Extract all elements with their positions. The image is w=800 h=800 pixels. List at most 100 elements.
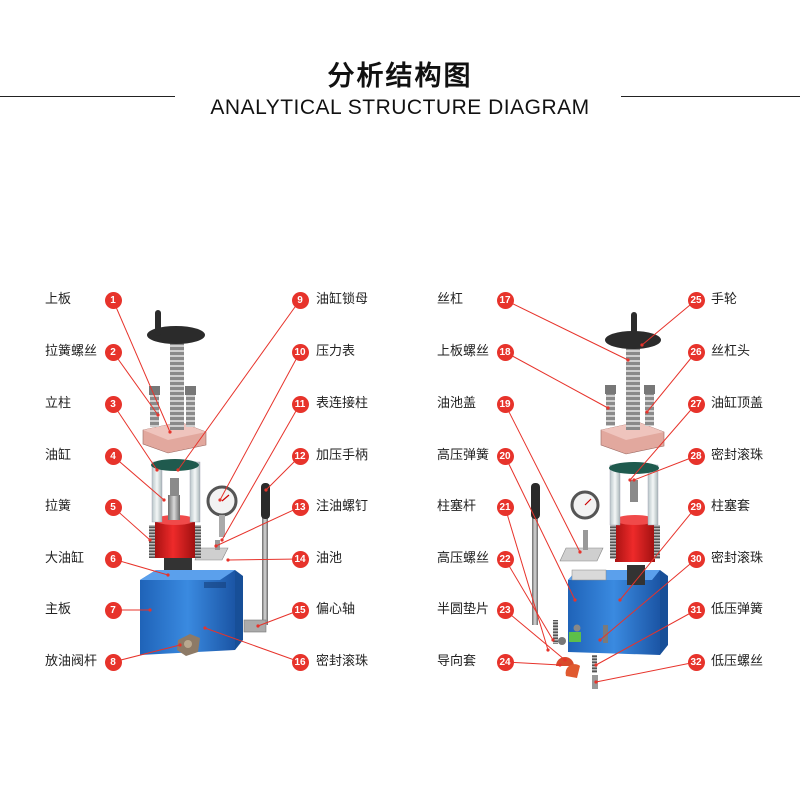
leader-line-10 xyxy=(219,351,301,501)
leader-line-2 xyxy=(112,351,159,416)
part-label-25: 手轮 xyxy=(711,292,738,307)
leader-dot-3 xyxy=(155,468,159,472)
part-number-badge-26: 26 xyxy=(687,343,705,361)
part-label-26: 丝杠头 xyxy=(711,344,751,359)
part-label-11: 表连接柱 xyxy=(316,396,369,411)
leader-line-28 xyxy=(633,455,697,481)
part-number-badge-6: 6 xyxy=(104,550,122,568)
part-label-21: 柱塞杆 xyxy=(437,499,477,514)
leader-line-27 xyxy=(629,403,697,481)
leader-dot-10 xyxy=(218,498,222,502)
leader-dot-7 xyxy=(148,608,152,612)
leader-line-1 xyxy=(112,299,171,433)
part-label-12: 加压手柄 xyxy=(316,448,369,463)
part-label-15: 偏心轴 xyxy=(316,602,356,617)
leader-line-11 xyxy=(221,403,301,541)
leader-dot-25 xyxy=(640,343,644,347)
leader-line-29 xyxy=(619,506,697,601)
leader-dot-22 xyxy=(551,638,555,642)
part-number-badge-14: 14 xyxy=(291,550,309,568)
leader-line-18 xyxy=(504,351,609,409)
leader-dot-21 xyxy=(546,648,550,652)
leader-line-8 xyxy=(112,644,181,663)
part-label-29: 柱塞套 xyxy=(711,499,751,514)
title-chinese: 分析结构图 xyxy=(327,61,473,92)
leader-line-6 xyxy=(112,558,169,576)
leader-dot-28 xyxy=(632,478,636,482)
leader-line-24 xyxy=(504,661,561,666)
leader-dot-29 xyxy=(618,598,622,602)
part-number-badge-4: 4 xyxy=(104,447,122,465)
part-number-badge-2: 2 xyxy=(104,343,122,361)
leader-line-25 xyxy=(641,299,697,346)
leader-line-21 xyxy=(504,506,549,651)
leader-dot-5 xyxy=(148,538,152,542)
part-number-badge-27: 27 xyxy=(687,395,705,413)
part-label-30: 密封滚珠 xyxy=(711,551,764,566)
part-label-3: 立柱 xyxy=(45,396,72,411)
left-press-illustration xyxy=(140,310,270,656)
part-label-16: 密封滚珠 xyxy=(316,654,369,669)
leader-dot-15 xyxy=(256,624,260,628)
part-label-17: 丝杠 xyxy=(437,292,464,307)
part-number-badge-28: 28 xyxy=(687,447,705,465)
part-number-badge-31: 31 xyxy=(687,601,705,619)
part-label-13: 注油螺钉 xyxy=(316,499,369,514)
part-number-badge-19: 19 xyxy=(496,395,514,413)
part-label-6: 大油缸 xyxy=(45,551,85,566)
part-label-8: 放油阀杆 xyxy=(45,654,98,669)
leader-line-16 xyxy=(204,627,301,663)
leader-line-32 xyxy=(595,661,697,683)
leader-line-4 xyxy=(112,455,165,501)
leader-dot-18 xyxy=(606,406,610,410)
leader-line-20 xyxy=(504,455,576,601)
part-number-badge-5: 5 xyxy=(104,498,122,516)
title-english: ANALYTICAL STRUCTURE DIAGRAM xyxy=(210,96,590,119)
part-number-badge-21: 21 xyxy=(496,498,514,516)
leader-dot-6 xyxy=(166,573,170,577)
leader-line-9 xyxy=(177,299,301,471)
part-number-badge-11: 11 xyxy=(291,395,309,413)
part-number-badge-16: 16 xyxy=(291,653,309,671)
part-number-badge-25: 25 xyxy=(687,291,705,309)
leader-dot-4 xyxy=(162,498,166,502)
part-number-badge-10: 10 xyxy=(291,343,309,361)
part-number-badge-23: 23 xyxy=(496,601,514,619)
part-number-badge-18: 18 xyxy=(496,343,514,361)
leader-dot-27 xyxy=(628,478,632,482)
part-number-badge-22: 22 xyxy=(496,550,514,568)
title-rule-right xyxy=(621,96,800,97)
part-label-24: 导向套 xyxy=(437,654,477,669)
leader-dot-24 xyxy=(558,663,562,667)
part-label-9: 油缸锁母 xyxy=(316,292,369,307)
leader-lines xyxy=(112,299,697,684)
leader-dot-16 xyxy=(203,626,207,630)
part-label-14: 油池 xyxy=(316,551,343,566)
part-label-28: 密封滚珠 xyxy=(711,448,764,463)
part-number-badge-3: 3 xyxy=(104,395,122,413)
part-label-31: 低压弹簧 xyxy=(711,602,764,617)
leader-line-31 xyxy=(595,609,697,666)
part-number-badge-30: 30 xyxy=(687,550,705,568)
part-number-badge-20: 20 xyxy=(496,447,514,465)
part-number-badge-24: 24 xyxy=(496,653,514,671)
part-label-32: 低压螺丝 xyxy=(711,654,764,669)
title-rule-left xyxy=(0,96,175,97)
part-number-badge-12: 12 xyxy=(291,447,309,465)
leader-dot-2 xyxy=(156,413,160,417)
part-label-4: 油缸 xyxy=(45,448,72,463)
leader-line-19 xyxy=(504,403,581,553)
part-label-22: 高压螺丝 xyxy=(437,551,490,566)
part-label-19: 油池盖 xyxy=(437,396,477,411)
part-number-badge-7: 7 xyxy=(104,601,122,619)
leader-dot-31 xyxy=(594,663,598,667)
leader-line-22 xyxy=(504,558,554,641)
part-number-badge-17: 17 xyxy=(496,291,514,309)
leader-dot-1 xyxy=(168,430,172,434)
part-label-1: 上板 xyxy=(45,292,72,307)
part-label-2: 拉簧螺丝 xyxy=(45,344,98,359)
part-label-20: 高压弹簧 xyxy=(437,448,490,463)
part-number-badge-9: 9 xyxy=(291,291,309,309)
part-number-badge-29: 29 xyxy=(687,498,705,516)
